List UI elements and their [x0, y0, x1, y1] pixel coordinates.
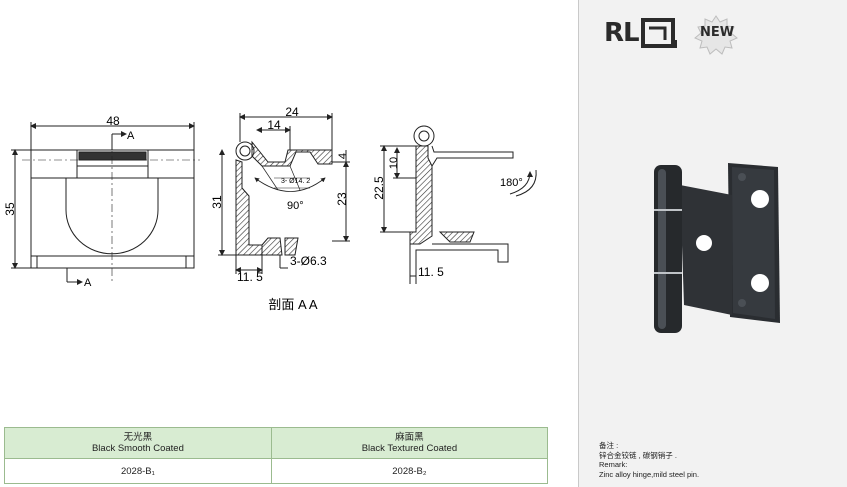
- table-header-row: 无光黑 Black Smooth Coated 麻面黑 Black Textur…: [4, 427, 549, 459]
- section-view: [218, 113, 350, 274]
- finish-name-en: Black Smooth Coated: [91, 443, 184, 454]
- dim-31: 31: [210, 195, 224, 209]
- hinge-product-image: [654, 163, 780, 333]
- hole-diameter-label: 3- Ø14. 2: [281, 178, 310, 185]
- table-header-cell: 无光黑 Black Smooth Coated: [4, 427, 272, 459]
- sidebar-divider: [578, 0, 579, 487]
- angle-90-label: 90°: [287, 200, 304, 212]
- table-row: 2028-B₁ 2028-B₂: [4, 458, 549, 484]
- dim-width-48: 48: [106, 114, 120, 128]
- brand-logo: RL: [604, 18, 640, 48]
- dim-11-5-section: 11. 5: [237, 270, 263, 284]
- dim-24: 24: [285, 105, 299, 119]
- technical-drawing: 48 35 A A 24: [3, 105, 537, 312]
- dim-11-5-open: 11. 5: [418, 265, 444, 279]
- remark-title-cn: 备注 :: [599, 441, 619, 450]
- section-mark-top: A: [127, 130, 135, 142]
- part-code-cell: 2028-B₂: [270, 458, 549, 484]
- finish-variants-table: 无光黑 Black Smooth Coated 麻面黑 Black Textur…: [4, 427, 549, 484]
- finish-name-cn: 无光黑: [123, 432, 153, 443]
- rotation-180-label: 180°: [500, 177, 523, 189]
- new-badge-icon: [694, 15, 738, 55]
- front-view: [11, 122, 200, 285]
- table-header-cell: 麻面黑 Black Textured Coated: [270, 427, 549, 459]
- dim-22-5: 22.5: [372, 176, 386, 200]
- hole-6-3-label: 3-Ø6.3: [290, 254, 327, 268]
- dim-4: 4: [337, 153, 349, 159]
- hinge-category-icon: [641, 18, 677, 48]
- section-title: 剖面 A A: [268, 297, 317, 312]
- remark-text-en: Zinc alloy hinge,mild steel pin.: [599, 469, 700, 479]
- remark-block: 备注 : 锌合金铰链 , 碳钢销子 . Remark: Zinc alloy h…: [599, 441, 699, 479]
- dim-height-35: 35: [3, 202, 17, 216]
- finish-name-en: Black Textured Coated: [361, 443, 458, 454]
- remark-title-en: Remark:: [599, 460, 628, 469]
- new-badge-label: NEW: [700, 25, 735, 40]
- dim-14: 14: [267, 118, 281, 132]
- section-mark-bottom: A: [84, 277, 92, 289]
- dim-23: 23: [335, 192, 349, 206]
- finish-name-cn: 麻面黑: [395, 432, 424, 443]
- remark-text-cn: 锌合金铰链 , 碳钢销子 .: [599, 450, 677, 460]
- dim-10: 10: [388, 157, 400, 169]
- open-view: [380, 125, 537, 284]
- part-code-cell: 2028-B₁: [4, 458, 272, 484]
